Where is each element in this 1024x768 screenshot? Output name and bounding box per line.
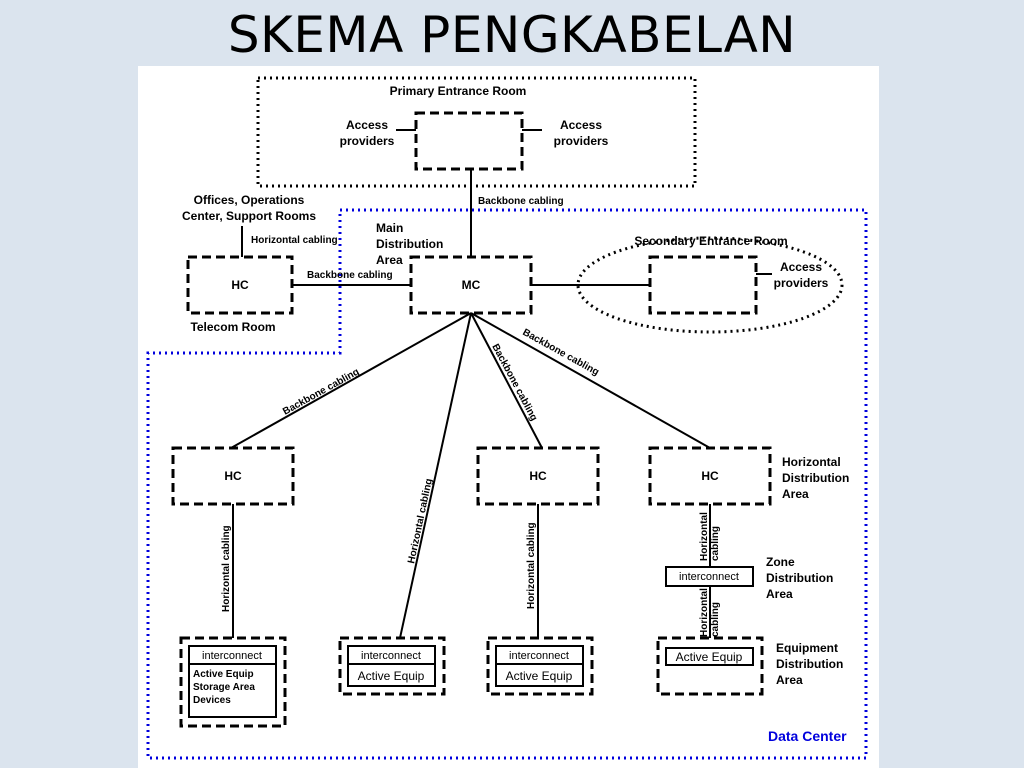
- telecom-backbone-label: Backbone cabling: [307, 270, 393, 281]
- horizontal-link-diagonal: [399, 312, 472, 639]
- data-center-label: Data Center: [768, 728, 847, 744]
- slide-title: SKEMA PENGKABELAN: [227, 6, 797, 64]
- backbone-label-right: Backbone cabling: [521, 327, 601, 378]
- horizontal-label-diagonal: Horizontal cabling: [406, 478, 435, 565]
- equipment-box-3-inner: [495, 645, 584, 687]
- equipment-box-4-body: Active Equip: [676, 650, 743, 664]
- equipment-box-4-inner: [665, 647, 754, 666]
- horizontal-label-left: Horizontal cabling: [221, 525, 232, 612]
- telecom-hc-label: HC: [231, 278, 249, 292]
- primary-entrance-title: Primary Entrance Room: [390, 84, 527, 98]
- backbone-label-left: Backbone cabling: [281, 367, 361, 418]
- backbone-top-label: Backbone cabling: [478, 196, 564, 207]
- telecom-room-label: Telecom Room: [190, 320, 275, 334]
- equipment-box-3-body: Active Equip: [506, 669, 573, 683]
- hda-hc-box-3: [648, 446, 772, 506]
- mc-label: MC: [462, 278, 481, 292]
- telecom-hc-box: [186, 255, 294, 315]
- offices-horizontal-label: Horizontal cabling: [251, 235, 338, 246]
- hda-hc-label-3: HC: [701, 469, 719, 483]
- equipment-box-1-inner: [188, 645, 277, 718]
- equipment-box-2-inner: [347, 645, 436, 687]
- equipment-box-2-body: Active Equip: [358, 669, 425, 683]
- secondary-entrance-title: Secondary Entrance Room: [634, 234, 787, 248]
- equipment-box-2-title: interconnect: [361, 650, 421, 662]
- equipment-box-3-title: interconnect: [509, 650, 569, 662]
- horizontal-label-right-upper: Horizontalcabling: [699, 512, 721, 561]
- backbone-label-middle: Backbone cabling: [489, 342, 539, 423]
- hda-hc-label-1: HC: [224, 469, 242, 483]
- zone-interconnect-label: interconnect: [679, 571, 739, 583]
- horizontal-label-middle: Horizontal cabling: [526, 522, 537, 609]
- data-center-boundary: [146, 208, 868, 760]
- backbone-link-right: [470, 312, 711, 449]
- secondary-entrance-box: [648, 255, 758, 315]
- backbone-link-left: [230, 312, 472, 449]
- entrance-box: [414, 111, 524, 171]
- equipment-box-1-title: interconnect: [202, 650, 262, 662]
- primary-entrance-room: [256, 76, 697, 188]
- backbone-link-middle: [470, 312, 543, 449]
- hda-hc-box-2: [476, 446, 600, 506]
- horizontal-label-right-lower: Horizontalcabling: [699, 588, 721, 637]
- hda-hc-box-1: [171, 446, 295, 506]
- secondary-entrance-room: [576, 236, 844, 334]
- hda-hc-label-2: HC: [529, 469, 547, 483]
